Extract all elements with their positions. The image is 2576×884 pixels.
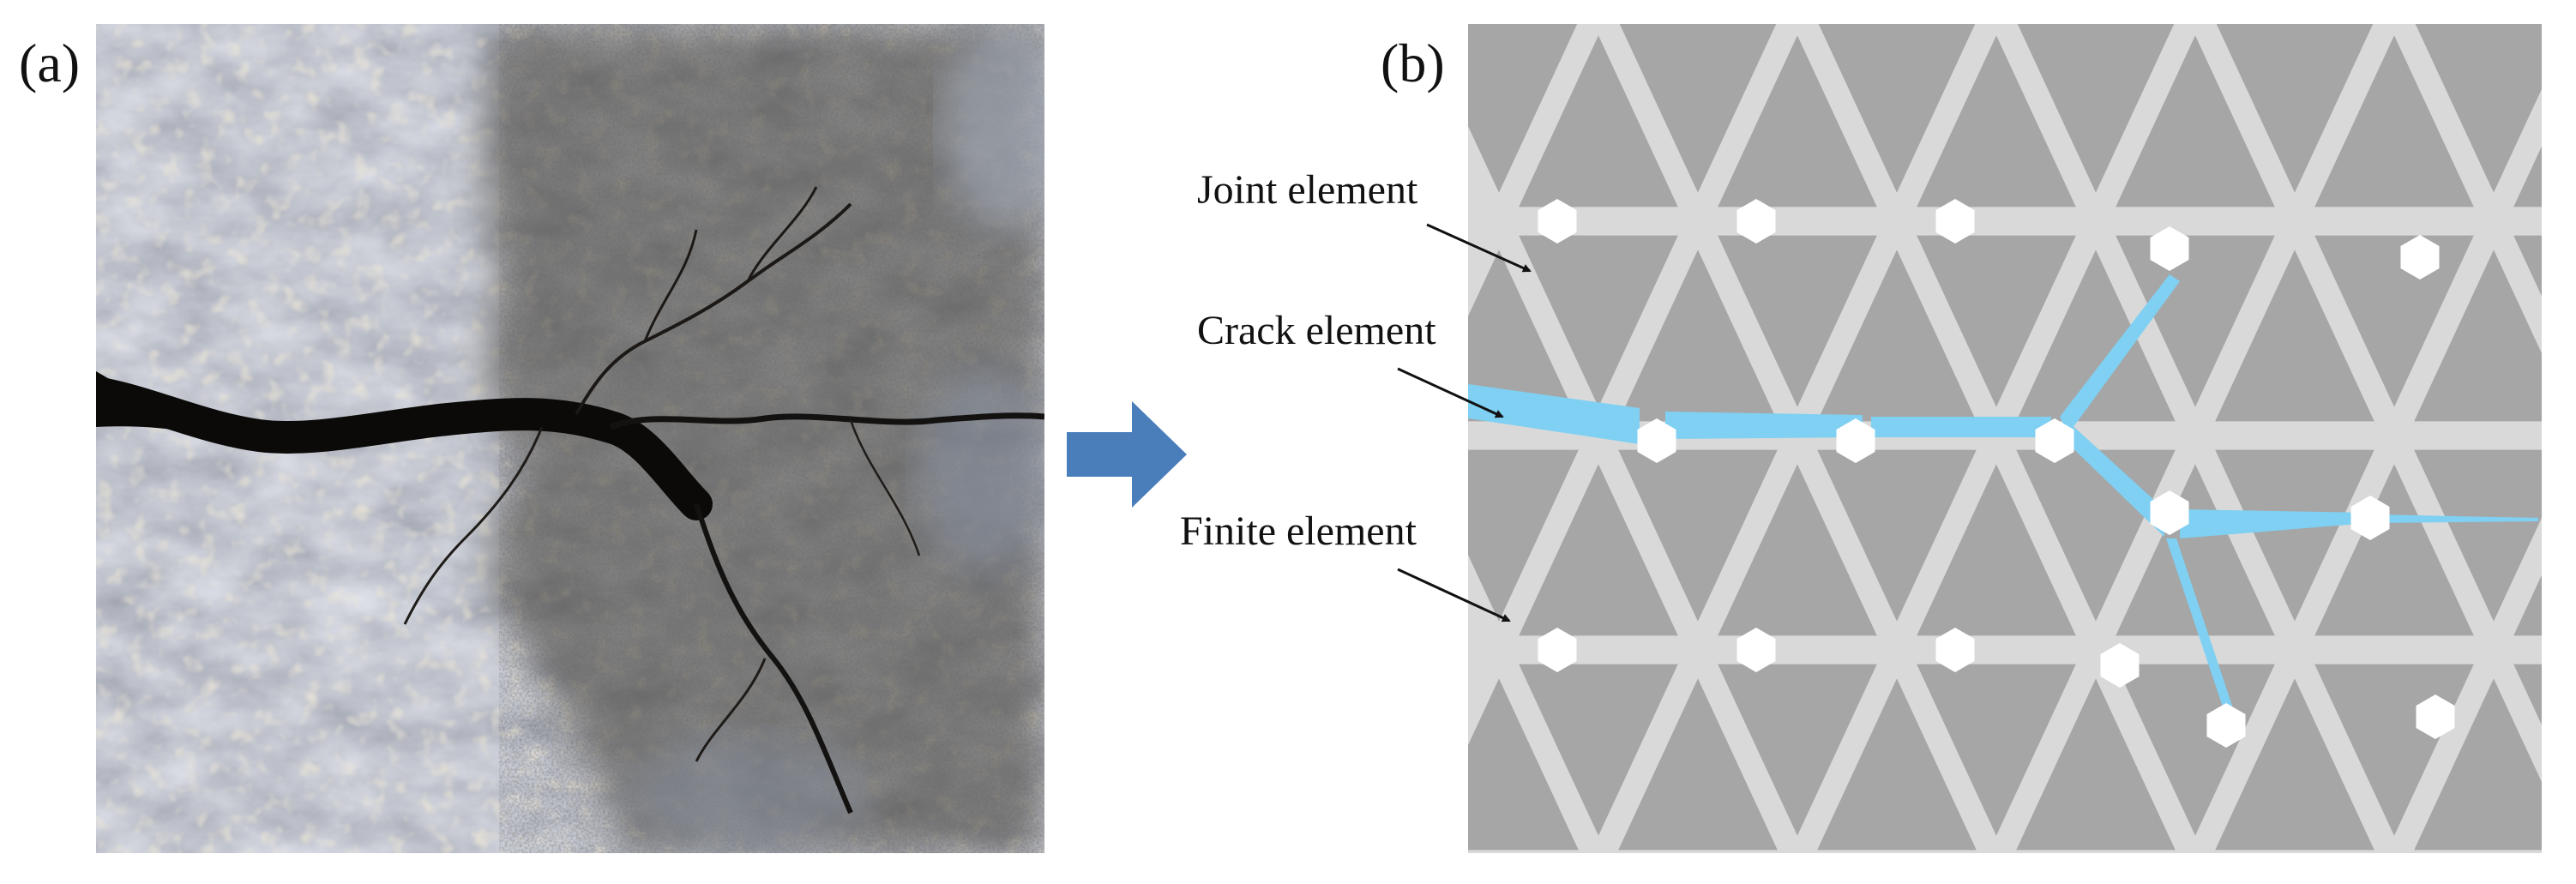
- crack-element: [2166, 538, 2238, 727]
- finite-element: [2116, 35, 2275, 207]
- finite-element: [1618, 449, 1778, 622]
- mesh-node: [2150, 490, 2189, 535]
- panel-a-label: (a): [19, 33, 81, 93]
- finite-element: [2215, 250, 2374, 422]
- finite-element: [2513, 574, 2542, 636]
- finite-element: [1917, 35, 2076, 207]
- finite-element: [2016, 678, 2176, 851]
- finite-element: [2017, 24, 2175, 193]
- finite-element: [2314, 35, 2474, 207]
- mesh-node: [2035, 418, 2074, 463]
- mesh-node: [1836, 418, 1875, 463]
- panel-b-label: (b): [1381, 33, 1445, 93]
- crack-photo: [96, 24, 1044, 853]
- finite-element-group: [1468, 24, 2542, 851]
- fdem-mesh-diagram: [1468, 24, 2542, 853]
- right-arrow-icon: [1067, 401, 1187, 508]
- right-arrow-shape: [1067, 401, 1187, 508]
- finite-element: [2215, 449, 2374, 622]
- finite-element: [2116, 664, 2275, 836]
- crack-element: [2377, 514, 2538, 523]
- mesh-node: [1935, 199, 1975, 244]
- finite-element: [1817, 250, 1977, 422]
- finite-element: [2314, 464, 2474, 636]
- finite-element: [2513, 664, 2542, 725]
- finite-element: [1817, 449, 1977, 622]
- finite-element: [2116, 235, 2275, 407]
- mesh-node: [1935, 628, 1975, 672]
- finite-element: [1618, 678, 1778, 851]
- finite-element: [2513, 146, 2542, 207]
- finite-element: [2513, 235, 2542, 297]
- joint-element-label: Joint element: [1197, 167, 1418, 213]
- mesh-canvas: [1468, 24, 2542, 853]
- mesh-node: [1538, 199, 1577, 244]
- finite-element: [2314, 235, 2474, 407]
- mesh-node: [1736, 628, 1776, 672]
- finite-element: [1618, 250, 1778, 422]
- mesh-node: [2206, 703, 2246, 748]
- finite-element: [2415, 24, 2542, 193]
- finite-element: [1619, 24, 1777, 193]
- crack-element-group: [1468, 274, 2538, 727]
- finite-element: [1519, 235, 1678, 407]
- finite-element: [1718, 464, 1877, 636]
- finite-element-label: Finite element: [1180, 508, 1417, 554]
- finite-element: [1468, 678, 1579, 851]
- node-group: [1538, 199, 2455, 748]
- finite-element: [1917, 464, 2076, 636]
- finite-element: [1718, 35, 1877, 207]
- crack-element: [2060, 274, 2180, 434]
- mesh-node: [2416, 695, 2455, 739]
- crack-element: [2060, 422, 2164, 537]
- finite-element: [1718, 664, 1877, 836]
- mesh-node: [1538, 628, 1577, 672]
- crack-element-label: Crack element: [1197, 308, 1436, 353]
- finite-element: [2414, 449, 2542, 622]
- mesh-node: [2100, 643, 2140, 688]
- finite-element: [1817, 678, 1977, 851]
- crack-element: [1468, 384, 1640, 444]
- finite-element: [1519, 664, 1678, 836]
- finite-element: [1519, 464, 1678, 636]
- crack-element: [1871, 417, 2051, 437]
- finite-element: [1519, 35, 1678, 207]
- finite-element: [1818, 24, 1976, 193]
- mesh-node: [2400, 235, 2440, 280]
- finite-element: [2414, 250, 2542, 422]
- finite-element: [1917, 235, 2076, 407]
- finite-element: [2116, 464, 2275, 636]
- mesh-node: [1736, 199, 1776, 244]
- mesh-node: [2350, 496, 2390, 540]
- finite-element: [1917, 664, 2076, 836]
- finite-element: [2016, 250, 2176, 422]
- finite-element: [2414, 678, 2542, 851]
- crack-photo-image: [96, 24, 1044, 853]
- finite-element: [2216, 24, 2374, 193]
- crack-element: [2180, 509, 2368, 538]
- crack-element: [1665, 412, 1863, 439]
- mesh-node: [1637, 418, 1676, 463]
- finite-element: [1718, 235, 1877, 407]
- mesh-node: [2150, 226, 2189, 271]
- finite-element: [2215, 678, 2374, 851]
- finite-element: [1468, 24, 1578, 193]
